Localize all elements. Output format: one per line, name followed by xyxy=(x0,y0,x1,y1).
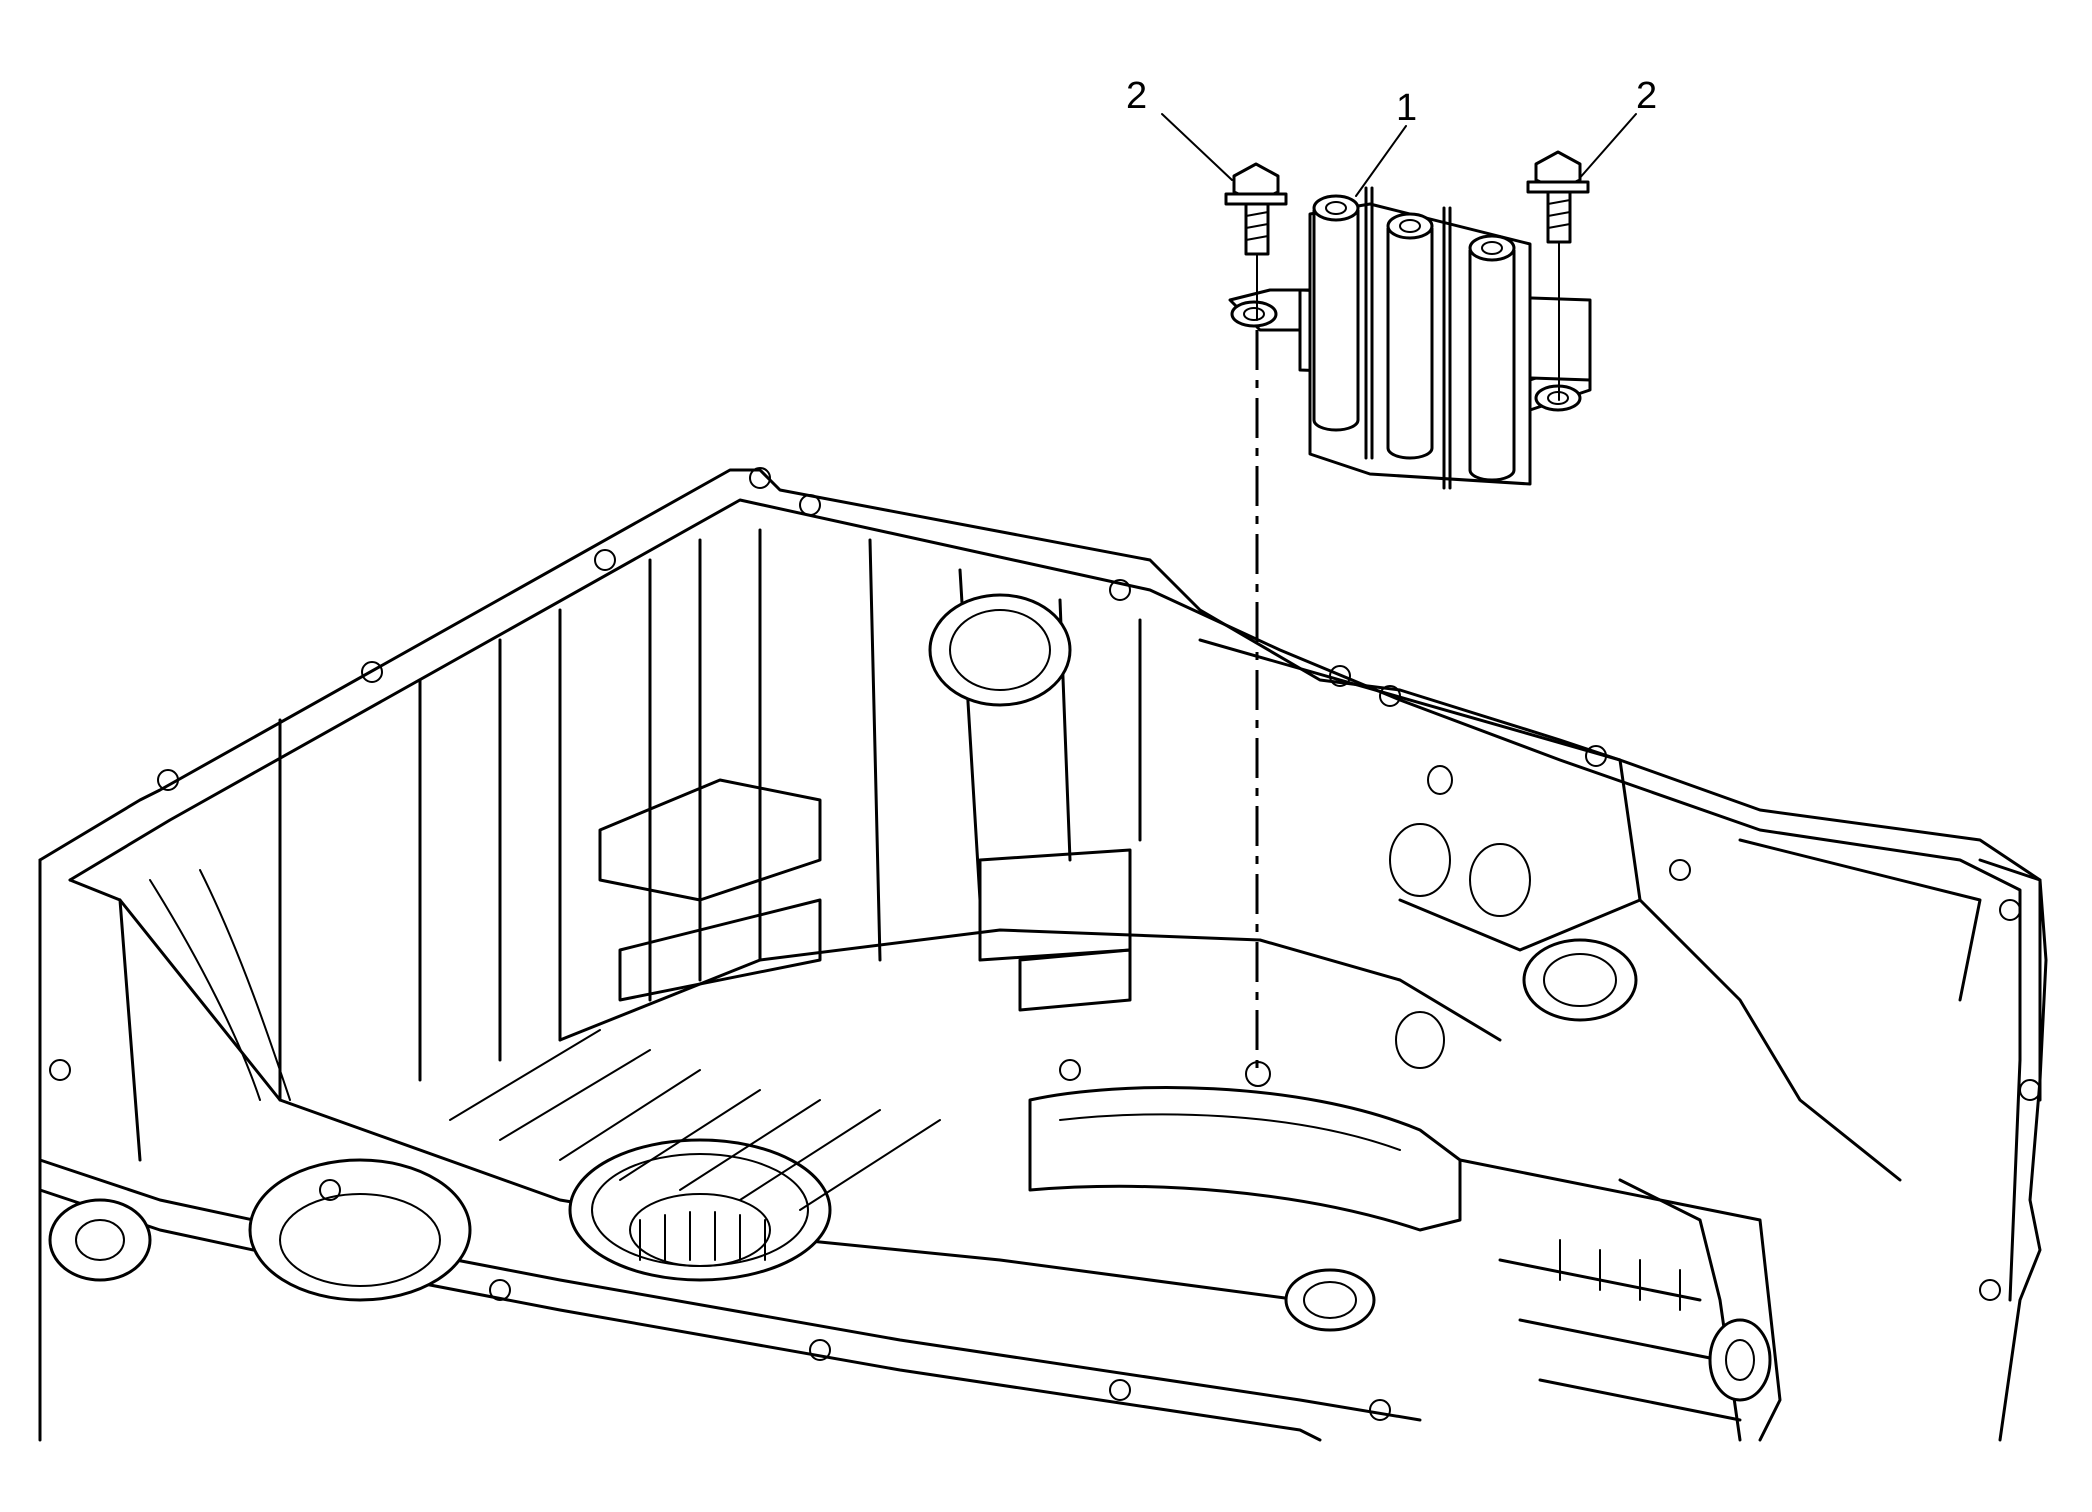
callout-leader-lines xyxy=(1161,113,1637,197)
left-bolt xyxy=(1224,162,1288,256)
callout-left-bolt-label: 2 xyxy=(1126,75,1147,117)
removed-component xyxy=(1228,186,1592,490)
transmission-case xyxy=(38,468,2048,1442)
right-bolt xyxy=(1526,150,1590,244)
bolt-alignment-lines xyxy=(1255,241,1560,1070)
callout-component-label: 1 xyxy=(1396,87,1417,129)
flange-bolt-holes xyxy=(49,467,2041,1421)
callout-right-bolt-label: 2 xyxy=(1636,75,1657,117)
